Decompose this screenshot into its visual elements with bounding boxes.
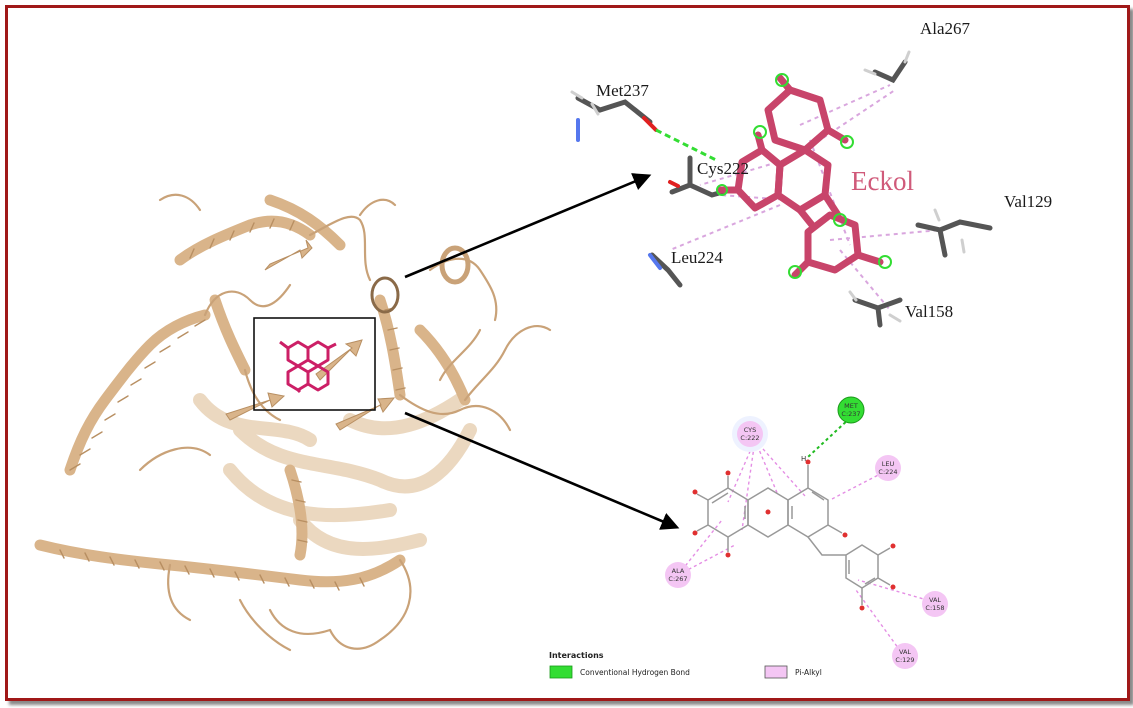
svg-text:C:222: C:222 (740, 434, 759, 442)
label-met237: Met237 (596, 81, 649, 100)
protein-structure (34, 193, 552, 652)
hbond-2d (807, 417, 851, 458)
leu224-stick (649, 252, 683, 288)
residue-leu224: LEU C:224 (875, 455, 901, 481)
figure-frame (5, 5, 1130, 701)
coil-ring (370, 276, 400, 314)
svg-text:CYS: CYS (744, 426, 757, 434)
label-leu224: Leu224 (671, 248, 723, 267)
residue-cys222: CYS C:222 (732, 416, 768, 452)
svg-text:VAL: VAL (899, 648, 911, 656)
helix-g (284, 464, 308, 561)
svg-text:MET: MET (844, 402, 858, 410)
strand-1 (264, 239, 313, 271)
helix-b (34, 539, 406, 588)
residue-met237: MET C:237 (837, 396, 865, 424)
residue-ala267: ALA C:267 (665, 562, 691, 588)
svg-text:C:129: C:129 (895, 656, 914, 664)
hbond-3d (655, 128, 717, 162)
val158-stick (852, 297, 903, 328)
strand-3 (335, 397, 396, 431)
helix-e (264, 194, 346, 251)
helix-d (209, 294, 251, 376)
arrow-to-3d-view (404, 173, 652, 279)
label-val158: Val158 (905, 302, 953, 321)
svg-text:C:224: C:224 (878, 468, 897, 476)
residue-val129: VAL C:129 (892, 643, 918, 669)
eckol-3d-model (716, 74, 884, 279)
label-ala267: Ala267 (920, 19, 971, 38)
interaction-2d-diagram: H MET C:237 CYS C:222 LEU C:224 ALA C:26… (665, 396, 948, 669)
legend-label-hbond: Conventional Hydrogen Bond (580, 668, 690, 677)
helix-c (174, 215, 316, 266)
helix-a (64, 309, 211, 476)
svg-text:ALA: ALA (672, 567, 685, 575)
legend-label-pi-alkyl: Pi-Alkyl (795, 668, 822, 677)
coil-ring-2 (439, 245, 471, 285)
svg-text:C:158: C:158 (925, 604, 944, 612)
eckol-3d-highlights (716, 73, 892, 279)
svg-text:LEU: LEU (882, 460, 895, 468)
interactions-legend: Interactions Conventional Hydrogen Bond … (549, 651, 822, 679)
interaction-3d-view: Ala267 Met237 Cys222 Val129 Leu224 Val15… (570, 19, 1052, 328)
legend-title: Interactions (549, 651, 604, 660)
ala267-stick (872, 59, 908, 84)
ligand-in-pocket (279, 340, 337, 394)
svg-text:C:267: C:267 (668, 575, 687, 583)
residue-val158: VAL C:158 (922, 591, 948, 617)
strand-4 (225, 392, 286, 421)
helix-h (414, 324, 471, 406)
met237-stick (575, 95, 653, 125)
helix-f (374, 294, 406, 401)
h-label: H (801, 455, 806, 463)
binding-site-box (253, 317, 376, 411)
label-eckol: Eckol (851, 166, 914, 196)
label-val129: Val129 (1004, 192, 1052, 211)
svg-text:VAL: VAL (929, 596, 941, 604)
label-cys222: Cys222 (697, 159, 749, 178)
arrow-to-2d-diagram (404, 411, 680, 530)
legend-swatch-pi-alkyl (764, 665, 788, 679)
svg-text:C:237: C:237 (841, 410, 860, 418)
val129-stick (915, 219, 993, 258)
eckol-2d-structure (696, 465, 891, 605)
legend-swatch-hbond (549, 665, 573, 679)
